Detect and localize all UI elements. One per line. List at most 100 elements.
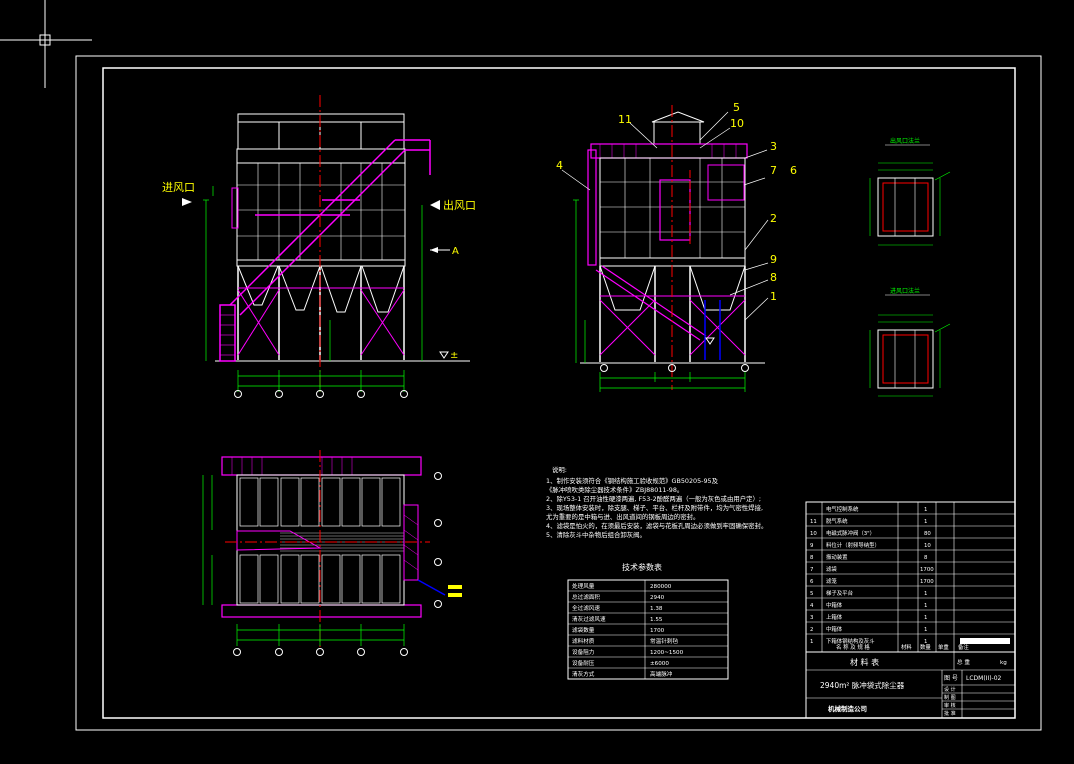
callout-6: 6 (790, 164, 797, 177)
bom-row-no: 3 (810, 615, 813, 621)
bom-header-remark: 备注 (958, 643, 969, 651)
drawing-no: LCDM(II)-02 (966, 675, 1002, 682)
bom-row-qty: 1 (924, 507, 927, 513)
tech-param-value: 常温针刺毡 (650, 637, 678, 645)
bom-row-no: 7 (810, 567, 813, 573)
bom-row-qty: 1 (924, 591, 927, 597)
bom-row-no: 1 (810, 639, 813, 645)
weight-unit: kg (1000, 660, 1007, 666)
bom-row-qty: 1 (924, 603, 927, 609)
bom-row-no: 2 (810, 627, 813, 633)
bom-header-material: 材料 (901, 643, 912, 651)
callout-10: 10 (730, 117, 744, 130)
outlet-flange-title: 出风口法兰 (890, 137, 920, 145)
bom-row-qty: 1700 (920, 579, 934, 585)
bom-row-no: 10 (810, 531, 817, 537)
role-draw: 制 图 (944, 694, 956, 701)
total-weight-label: 总 重 (957, 658, 970, 666)
bom-header-unit-weight: 单重 (938, 643, 949, 651)
bom-row-no: 11 (810, 519, 817, 525)
bom-row-qty: 8 (924, 555, 928, 561)
outlet-flange-detail (869, 144, 951, 246)
tech-param-value: 1.55 (650, 617, 663, 623)
inner-drawing-frame (102, 67, 1016, 719)
callout-8: 8 (770, 271, 777, 284)
tech-param-value: 高端脉冲 (650, 670, 673, 678)
tech-param-value: 1200~1500 (650, 650, 684, 656)
notes-line: 尤为重要的是中箱与进、出风道间的钢板周边的密封。 (546, 512, 699, 521)
role-design: 设 计 (944, 686, 956, 693)
bom-row-name: 脱气系统 (826, 517, 848, 525)
callout-11: 11 (618, 113, 632, 126)
notes-title: 说明: (552, 465, 567, 474)
tech-param-name: 处理风量 (572, 582, 595, 590)
bom-header-name: 名 称 及 规 格 (836, 643, 870, 651)
bom-row-name: 料位计（射频导纳型） (826, 541, 880, 549)
tech-param-name: 滤袋数量 (572, 626, 595, 634)
bom-row-qty: 80 (924, 531, 931, 537)
bom-row-no: 9 (810, 543, 814, 549)
bom-row-name: 上箱体 (826, 613, 843, 621)
tech-param-name: 设备耐压 (572, 659, 595, 667)
bom-row-qty: 1700 (920, 567, 934, 573)
notes-line: 3、现场整体安装时，除支腿、梯子、平台、栏杆及附带件，均为气密性焊接, (546, 503, 763, 512)
bom-row-name: 中箱体 (826, 625, 843, 633)
tech-param-name: 设备阻力 (572, 648, 595, 656)
outer-sheet-border (75, 55, 1042, 731)
bom-row-name: 中箱体 (826, 601, 843, 609)
notes-line: 4、滤袋是怕火的，在须最后安装，滤袋与花板孔周边必须做到牢固确保密封。 (546, 521, 767, 530)
bom-row-qty: 1 (924, 627, 927, 633)
bom-row-name: 下箱体钢结构及灰斗 (826, 637, 875, 645)
bom-header-qty: 数量 (920, 643, 931, 651)
material-table-label: 材 料 表 (850, 657, 879, 667)
tech-param-value: 1.38 (650, 606, 663, 612)
tech-param-value: 280000 (650, 584, 672, 590)
callout-5: 5 (733, 101, 740, 114)
bom-row-qty: 1 (924, 519, 927, 525)
tech-param-name: 滤料材质 (572, 637, 595, 645)
callout-1: 1 (770, 290, 777, 303)
notes-block: 说明: 1、制作安装须符合《钢结构施工验收规范》GB50205-95及 《脉冲喷… (546, 465, 767, 539)
title-block (805, 651, 1016, 719)
notes-line: 2、除Y53-1 召开油性硬漆两遍, F53-2酚醛两遍（一般为灰色或由用户定）… (546, 494, 761, 503)
ground-level-label: ± (450, 350, 458, 361)
callout-3: 3 (770, 140, 777, 153)
bom-row-name: 振动装置 (826, 553, 848, 561)
section-a-label: A (452, 246, 459, 257)
plan-view (202, 450, 462, 656)
company-name: 机械制造公司 (828, 704, 867, 713)
tech-param-name: 全过滤风速 (572, 604, 600, 612)
tech-parameter-table: 处理风量 280000 总过滤面积 2940 全过滤风速 1.38 清灰过滤风速… (567, 579, 729, 680)
notes-line: 5、清除灰斗中杂物后组合卸灰阀。 (546, 530, 646, 539)
tech-table-title: 技术参数表 (622, 562, 662, 572)
callout-9: 9 (770, 253, 777, 266)
bill-of-materials-table: 电气控制系统 1 11 脱气系统 1 10 电磁式脉冲阀（3"） 80 9 料位… (805, 501, 1016, 653)
inlet-label: 进风口 (162, 181, 195, 194)
tech-param-name: 清灰过滤风速 (572, 615, 606, 623)
bom-row-qty: 1 (924, 639, 927, 645)
bom-row-name: 梯子及平台 (826, 589, 853, 597)
notes-line: 《脉冲喷吹类除尘器技术条件》ZBJ88011-98。 (546, 485, 683, 494)
crosshair-cursor-icon[interactable] (0, 0, 92, 88)
bom-row-name: 电磁式脉冲阀（3"） (826, 529, 875, 537)
callout-4: 4 (556, 159, 563, 172)
notes-line: 1、制作安装须符合《钢结构施工验收规范》GB50205-95及 (546, 476, 719, 485)
bom-row-name: 电气控制系统 (826, 505, 859, 513)
drawing-no-label: 图 号 (944, 675, 958, 682)
tech-param-value: 2940 (650, 595, 665, 601)
bom-row-no: 8 (810, 555, 814, 561)
role-approve: 批 准 (944, 710, 956, 717)
role-check: 审 核 (944, 702, 956, 709)
drawing-title: 2940m² 脉冲袋式除尘器 (820, 680, 905, 690)
tech-param-name: 总过滤面积 (572, 593, 600, 601)
bom-row-no: 4 (810, 603, 814, 609)
bom-row-name: 滤笼 (826, 577, 837, 585)
inlet-flange-title: 进风口法兰 (890, 287, 920, 295)
callout-7: 7 (770, 164, 777, 177)
front-elevation-view (182, 95, 470, 398)
bom-row-no: 5 (810, 591, 813, 597)
side-elevation-view (561, 105, 769, 392)
callout-2: 2 (770, 212, 777, 225)
tech-param-value: 1700 (650, 628, 665, 634)
